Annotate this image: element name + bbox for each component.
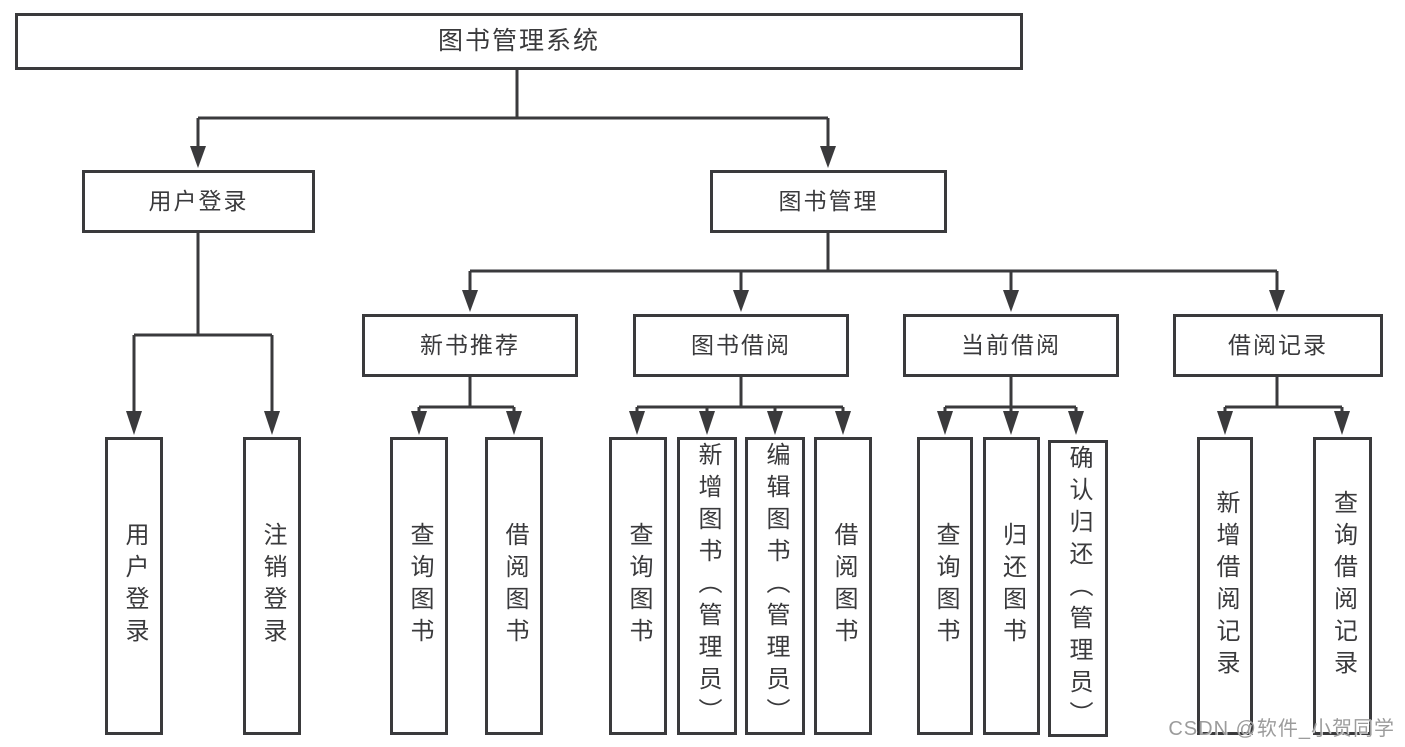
leaf-user-login: 用户登录 xyxy=(105,437,163,735)
leaf-edit-books-admin: 编辑图书（管理员） xyxy=(745,437,805,735)
leaf-confirm-return-admin: 确认归还（管理员） xyxy=(1048,440,1108,737)
leaf-borrow-books: 借阅图书 xyxy=(485,437,543,735)
node-library-management-system: 图书管理系统 xyxy=(15,13,1023,70)
leaf-query-books-2: 查询图书 xyxy=(609,437,667,735)
node-current-borrowing: 当前借阅 xyxy=(903,314,1119,377)
watermark: CSDN @软件_小贺同学 xyxy=(1168,718,1395,740)
node-book-management: 图书管理 xyxy=(710,170,947,233)
leaf-query-books: 查询图书 xyxy=(390,437,448,735)
leaf-add-books-admin: 新增图书（管理员） xyxy=(677,437,737,735)
node-book-borrowing: 图书借阅 xyxy=(633,314,849,377)
leaf-query-borrow-record: 查询借阅记录 xyxy=(1313,437,1372,735)
node-user-login: 用户登录 xyxy=(82,170,315,233)
node-new-book-recommendation: 新书推荐 xyxy=(362,314,578,377)
node-borrowing-records: 借阅记录 xyxy=(1173,314,1383,377)
leaf-borrow-books-2: 借阅图书 xyxy=(814,437,872,735)
leaf-add-borrow-record: 新增借阅记录 xyxy=(1197,437,1253,735)
leaf-query-books-3: 查询图书 xyxy=(917,437,973,735)
leaf-logout: 注销登录 xyxy=(243,437,301,735)
leaf-return-books: 归还图书 xyxy=(983,437,1040,735)
